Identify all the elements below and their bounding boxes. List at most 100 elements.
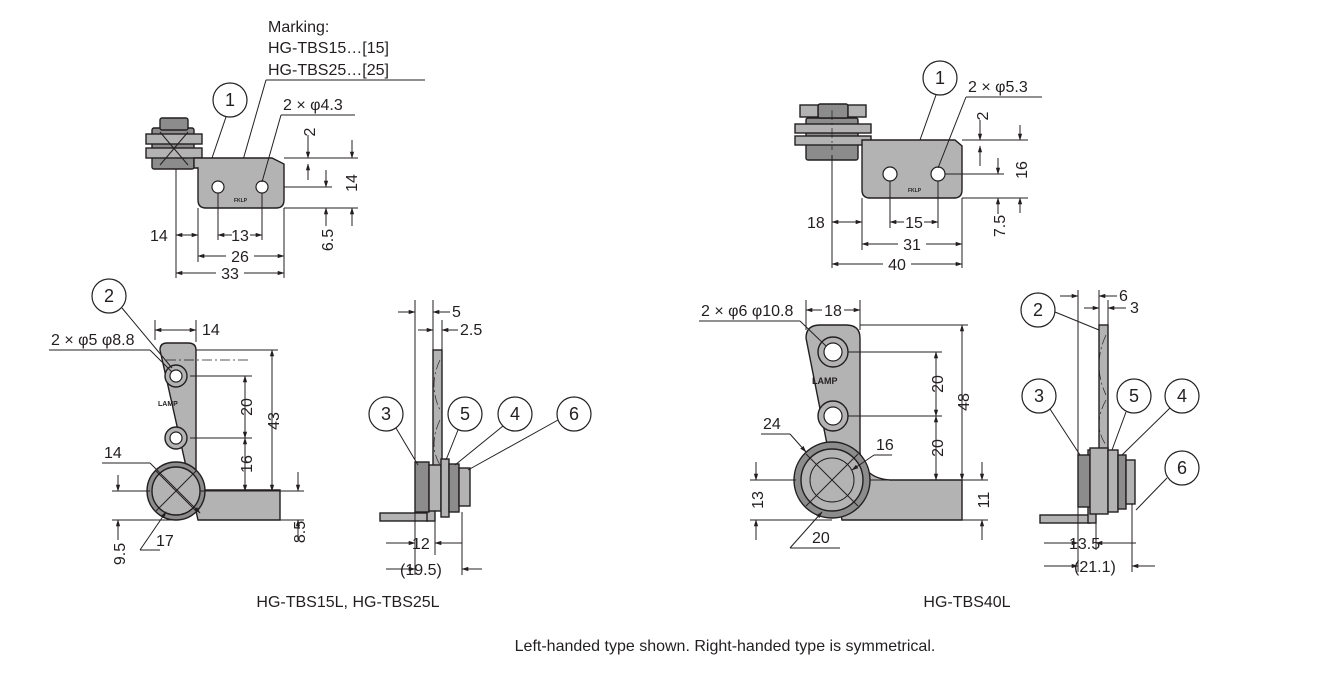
- callout-3-small[interactable]: 3: [368, 396, 419, 466]
- small-front-hole-note: 2 × φ5 φ8.8: [51, 332, 135, 349]
- callout-2-large[interactable]: 2: [1020, 292, 1100, 331]
- dim-large-front-13: 13: [750, 491, 767, 509]
- handedness-note: Left-handed type shown. Right-handed typ…: [515, 638, 936, 655]
- large-front-hole-top: [823, 342, 843, 362]
- svg-text:1: 1: [225, 90, 235, 110]
- dim-small-side-12: 12: [412, 536, 430, 553]
- dim-small-front-14-top: 14: [202, 322, 220, 339]
- marking-note: Marking: HG-TBS15…[15] HG-TBS25…[25]: [242, 19, 425, 161]
- large-front-hole-note: 2 × φ6 φ10.8: [701, 303, 793, 320]
- large-side-view: 6 3 2 3 5 4 6: [1020, 288, 1200, 576]
- large-top-view: FKLP 1 2 × φ5.3 2 16 7.5 18: [794, 60, 1042, 274]
- dim-large-front-20a: 20: [930, 375, 947, 393]
- small-top-hole-left: [211, 180, 225, 194]
- dim-large-side-6: 6: [1119, 288, 1128, 305]
- large-top-hole-right: [930, 166, 946, 182]
- dim-small-front-9-5: 9.5: [112, 543, 129, 565]
- dim-large-front-20b: 20: [930, 439, 947, 457]
- dim-large-front-16: 16: [876, 437, 894, 454]
- dim-small-front-14-r: 14: [104, 445, 122, 462]
- dim-large-top-18: 18: [807, 215, 825, 232]
- small-front-view: LAMP 2 2 × φ5 φ8.8 14 20 16 43: [49, 278, 309, 565]
- small-side-view: 5 2.5 3 5 4 6 12: [368, 300, 592, 579]
- small-top-knuckle: [145, 117, 203, 170]
- callout-4-small[interactable]: 4: [454, 396, 533, 466]
- svg-text:FKLP: FKLP: [234, 198, 248, 204]
- small-top-view: Marking: HG-TBS15…[15] HG-TBS25…[25] FKL…: [145, 19, 425, 283]
- svg-text:LAMP: LAMP: [812, 376, 838, 386]
- dim-small-front-43: 43: [266, 412, 283, 430]
- callout-3-large[interactable]: 3: [1021, 378, 1081, 456]
- small-top-hole-right: [255, 180, 269, 194]
- dim-large-side-3: 3: [1130, 300, 1139, 317]
- dim-small-top-33: 33: [221, 266, 239, 283]
- dim-small-top-14v: 14: [344, 174, 361, 192]
- callout-6-small[interactable]: 6: [467, 396, 592, 471]
- small-side-bushing: [414, 461, 430, 513]
- model-label-large: HG-TBS40L: [923, 594, 1010, 611]
- large-front-view: LAMP 2 × φ6 φ10.8 18 20 20 48 11: [699, 300, 993, 549]
- dim-large-front-20c: 20: [812, 530, 830, 547]
- callout-5-large[interactable]: 5: [1111, 378, 1152, 451]
- svg-text:6: 6: [1177, 458, 1187, 478]
- dim-small-front-8-5: 8.5: [292, 521, 309, 543]
- large-top-hole-note: 2 × φ5.3: [968, 79, 1028, 96]
- small-side-leaf: [432, 349, 443, 471]
- dim-small-top-6-5: 6.5: [320, 229, 337, 251]
- dim-small-front-17: 17: [156, 533, 174, 550]
- dim-small-top-13: 13: [231, 228, 249, 245]
- dim-small-top-2: 2: [302, 127, 319, 136]
- model-label-small: HG-TBS15L, HG-TBS25L: [256, 594, 439, 611]
- dim-large-side-21-1: (21.1): [1074, 559, 1116, 576]
- dim-small-front-20: 20: [239, 398, 256, 416]
- dim-small-top-26: 26: [231, 249, 249, 266]
- dim-small-side-2-5: 2.5: [460, 322, 482, 339]
- callout-5-small[interactable]: 5: [445, 396, 483, 461]
- dim-large-top-16: 16: [1014, 161, 1031, 179]
- large-top-knuckle: [794, 103, 872, 161]
- small-front-hole-top: [169, 369, 183, 383]
- dim-large-front-48: 48: [956, 393, 973, 411]
- svg-text:5: 5: [460, 404, 470, 424]
- marking-line-1: HG-TBS15…[15]: [268, 40, 389, 57]
- callout-6-large[interactable]: 6: [1135, 450, 1200, 511]
- svg-text:3: 3: [1034, 386, 1044, 406]
- large-side-bushing: [1077, 454, 1091, 508]
- dim-small-side-19-5: (19.5): [400, 562, 442, 579]
- svg-text:4: 4: [1177, 386, 1187, 406]
- dim-large-top-40: 40: [888, 257, 906, 274]
- callout-2-small[interactable]: 2: [91, 278, 173, 369]
- svg-text:3: 3: [381, 404, 391, 424]
- callout-4-large[interactable]: 4: [1121, 378, 1200, 456]
- large-side-leaf: [1098, 324, 1109, 451]
- svg-text:5: 5: [1129, 386, 1139, 406]
- svg-text:6: 6: [569, 404, 579, 424]
- dim-large-side-13-5: 13.5: [1069, 536, 1100, 553]
- svg-text:2: 2: [1033, 300, 1043, 320]
- dim-large-front-11: 11: [976, 492, 993, 509]
- svg-text:LAMP: LAMP: [158, 401, 178, 408]
- dim-large-top-31: 31: [903, 237, 921, 254]
- dim-large-front-18: 18: [824, 303, 842, 320]
- dim-large-top-7-5: 7.5: [992, 215, 1009, 237]
- small-top-hole-note: 2 × φ4.3: [283, 97, 343, 114]
- callout-1-small[interactable]: 1: [211, 82, 248, 159]
- large-top-hole-left: [882, 166, 898, 182]
- large-front-hole-bottom: [823, 406, 843, 426]
- marking-title: Marking:: [268, 19, 329, 36]
- svg-text:FKLP: FKLP: [908, 188, 922, 194]
- dim-large-front-24: 24: [763, 416, 781, 433]
- marking-line-2: HG-TBS25…[25]: [268, 62, 389, 79]
- callout-1-large[interactable]: 1: [919, 60, 958, 141]
- svg-text:4: 4: [510, 404, 520, 424]
- dim-small-side-5: 5: [452, 304, 461, 321]
- dim-large-top-2: 2: [975, 111, 992, 120]
- dim-small-top-14h: 14: [150, 228, 168, 245]
- large-top-leaf: [861, 139, 963, 199]
- small-front-hole-bottom: [169, 431, 183, 445]
- svg-text:1: 1: [935, 68, 945, 88]
- dim-small-front-16: 16: [239, 455, 256, 473]
- svg-text:2: 2: [104, 286, 114, 306]
- dim-large-top-15: 15: [905, 215, 923, 232]
